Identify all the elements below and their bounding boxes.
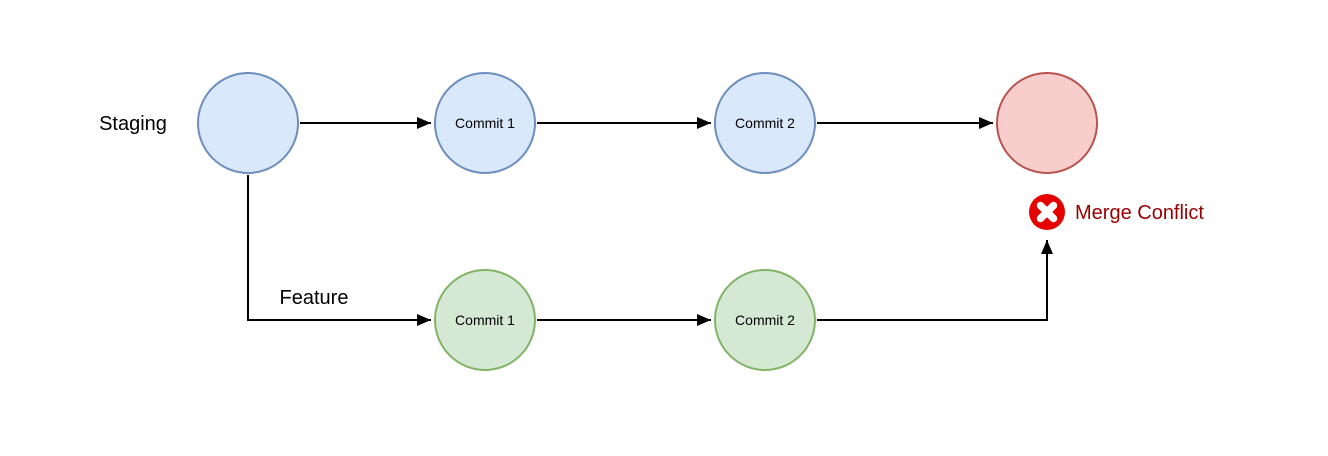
staging-commit-2-label: Commit 2 <box>735 115 795 131</box>
staging-start-node <box>197 72 299 174</box>
staging-commit-1-node <box>434 72 536 174</box>
x-glyph <box>1036 201 1058 223</box>
edge-feature-commit2-to-conflict <box>817 240 1053 321</box>
staging-commit-2-node <box>714 72 816 174</box>
feature-branch: Feature Commit 1 Commit 2 <box>247 175 1053 371</box>
feature-commit-1-label: Commit 1 <box>455 312 515 328</box>
feature-commit-1-node <box>434 269 536 371</box>
merge-conflict-label: Merge Conflict <box>1075 202 1204 224</box>
staging-branch: Staging Commit 1 Commit 2 <box>99 72 1098 174</box>
branch-label-feature: Feature <box>280 287 349 309</box>
feature-commit-2-label: Commit 2 <box>735 312 795 328</box>
edge-branch-to-feature-commit1 <box>247 175 431 326</box>
staging-commit-1-label: Commit 1 <box>455 115 515 131</box>
merge-conflict-indicator: Merge Conflict <box>1029 194 1204 230</box>
branch-label-staging: Staging <box>99 113 167 135</box>
merge-result-node <box>996 72 1098 174</box>
feature-commit-2-node <box>714 269 816 371</box>
